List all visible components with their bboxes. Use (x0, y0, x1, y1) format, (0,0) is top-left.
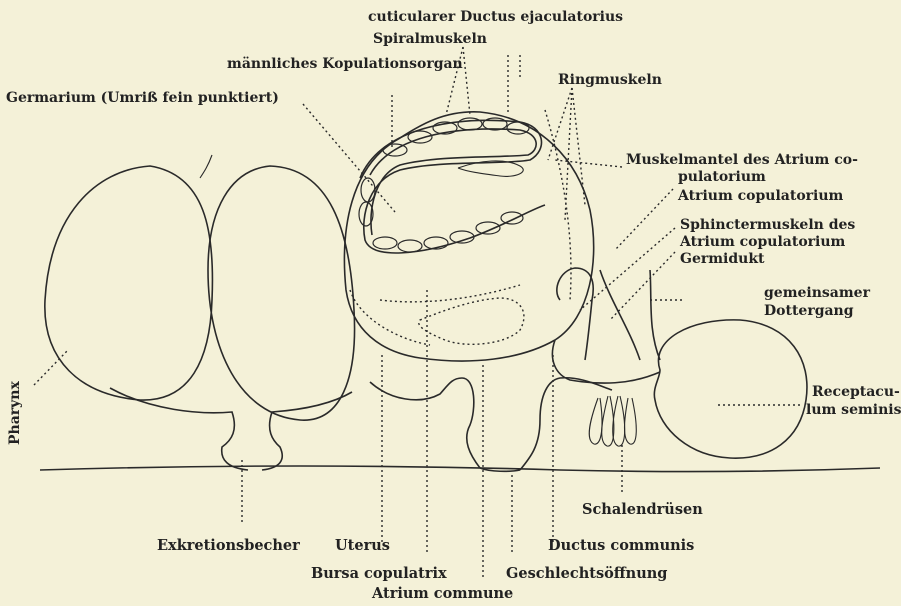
label-schalendruesen: Schalendrüsen (582, 502, 703, 517)
germarium-outline (380, 285, 524, 344)
label-germarium: Germarium (Umriß fein punktiert) (6, 91, 279, 106)
label-ringmuskeln: Ringmuskeln (558, 73, 662, 88)
body-wall-line (40, 466, 880, 472)
label-muskelmantel-1: Muskelmantel des Atrium co- (626, 153, 858, 168)
label-uterus: Uterus (335, 538, 390, 553)
atrium-commune-right-wall (520, 378, 612, 470)
shell-glands (589, 396, 636, 446)
label-ductus-communis: Ductus communis (548, 538, 694, 553)
label-receptaculum-2: lum seminis (806, 403, 901, 418)
atrium-dotted-rim (350, 110, 571, 345)
label-geschlechtsoeffnung: Geschlechtsöffnung (506, 566, 667, 581)
label-receptaculum-1: Receptacu- (812, 385, 900, 400)
label-atrium-copulatorium: Atrium copulatorium (678, 189, 843, 204)
atrium-commune-left-wall (370, 378, 480, 468)
label-exkretionsbecher: Exkretionsbecher (157, 538, 300, 553)
pharynx-left-lobe (45, 166, 213, 400)
label-pharynx: Pharynx (8, 381, 23, 445)
label-spiralmuskeln: Spiralmuskeln (373, 32, 487, 47)
receptaculum-seminis (654, 320, 807, 458)
label-sphincter-2: Atrium copulatorium (680, 235, 845, 250)
label-dottergang-1: gemeinsamer (764, 286, 870, 301)
label-germidukt: Germidukt (680, 252, 765, 267)
label-cuticular-ductus: cuticularer Ductus ejaculatorius (368, 10, 623, 25)
dottergang-duct (600, 270, 660, 360)
label-muskelmantel-2: pulatorium (678, 170, 766, 185)
pharynx-right-lobe (208, 166, 355, 420)
pharynx-top-tip (200, 155, 212, 178)
label-kopulationsorgan: männliches Kopulationsorgan (227, 57, 463, 72)
label-sphincter-1: Sphinctermuskeln des (680, 218, 855, 233)
label-dottergang-2: Dottergang (764, 304, 854, 319)
label-bursa-copulatrix: Bursa copulatrix (311, 566, 447, 581)
label-atrium-commune: Atrium commune (372, 586, 513, 601)
spiral-coil (359, 118, 545, 253)
